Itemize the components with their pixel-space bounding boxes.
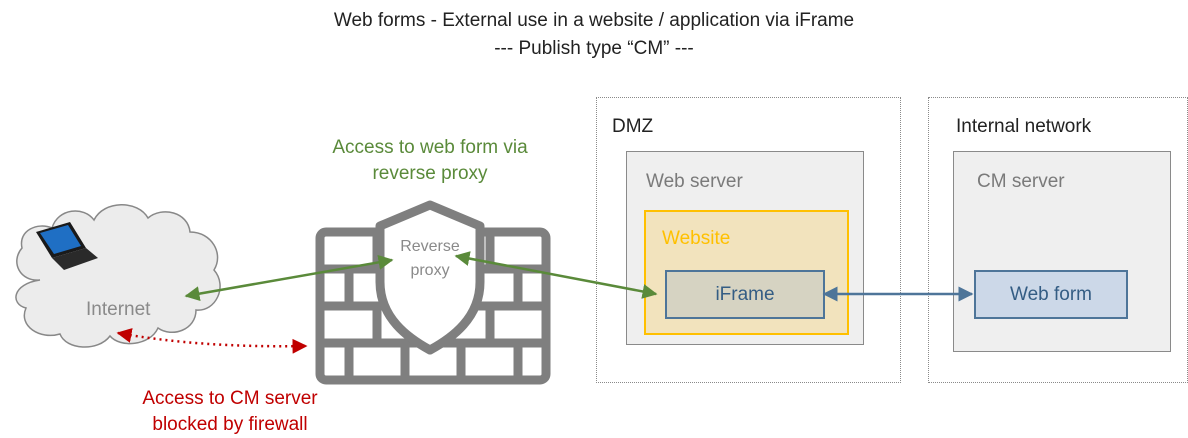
diagram-title: Web forms - External use in a website / … <box>333 10 855 31</box>
internet-to-proxy-arrow <box>184 254 394 302</box>
internet-label: Internet <box>86 299 151 320</box>
dmz-label: DMZ <box>612 116 654 137</box>
reverse-proxy-label: Reverse proxy <box>390 235 470 283</box>
laptop-icon <box>36 222 98 270</box>
access-annotation-line1: Access to web form via <box>332 137 528 158</box>
internal-network-label: Internal network <box>956 116 1092 137</box>
web-form-box: Web form <box>974 270 1128 319</box>
access-annotation-line2: reverse proxy <box>372 163 488 184</box>
web-server-label: Web server <box>646 171 743 192</box>
website-label: Website <box>662 228 731 249</box>
diagram-subtitle: --- Publish type “CM” --- <box>494 38 694 59</box>
reverse-proxy-label-line1: Reverse <box>400 238 460 255</box>
access-annotation: Access to web form via reverse proxy <box>296 135 564 187</box>
cm-server-label: CM server <box>977 171 1065 192</box>
reverse-proxy-label-line2: proxy <box>410 262 450 279</box>
blocked-annotation-line1: Access to CM server <box>142 388 318 409</box>
blocked-annotation: Access to CM server blocked by firewall <box>100 386 360 438</box>
proxy-to-iframe-arrow <box>454 251 658 299</box>
blocked-annotation-line2: blocked by firewall <box>152 414 308 435</box>
dmz-zone <box>596 97 901 383</box>
internet-cloud <box>15 204 221 348</box>
iframe-box: iFrame <box>665 270 825 319</box>
